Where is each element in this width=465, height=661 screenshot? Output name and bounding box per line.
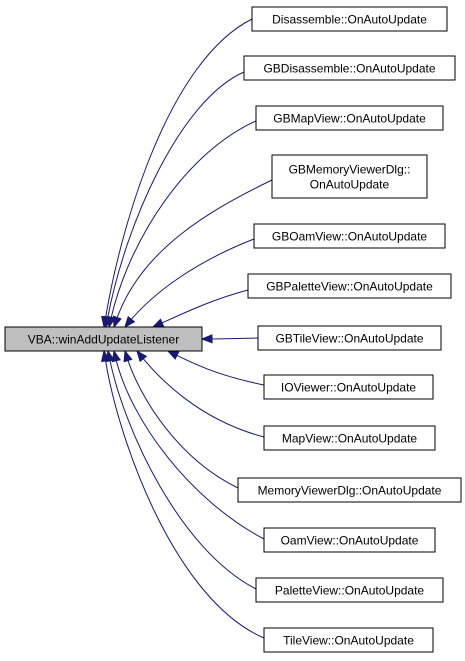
edge (125, 354, 239, 489)
caller-node-box (263, 527, 436, 553)
caller-nodes: Disassemble::OnAutoUpdateGBDisassemble::… (237, 6, 462, 653)
root-node-box (4, 326, 203, 352)
edges (100, 18, 273, 639)
caller-node-label: MapView::OnAutoUpdate (282, 432, 418, 446)
root-node[interactable]: VBA::winAddUpdateListener (4, 326, 203, 352)
edge-arrowhead (100, 349, 111, 363)
caller-node-box (255, 105, 444, 131)
caller-node-label: GBMemoryViewerDlg:: (289, 163, 411, 177)
edge (169, 351, 265, 386)
caller-node-label: PaletteView::OnAutoUpdate (275, 584, 425, 598)
caller-node-box (243, 55, 456, 81)
caller-node-box (263, 425, 436, 451)
caller-node[interactable]: Disassemble::OnAutoUpdate (251, 6, 448, 32)
caller-node-box (263, 627, 434, 653)
caller-node-box (257, 325, 442, 351)
edge-arrowhead (123, 349, 133, 363)
caller-node-label: TileView::OnAutoUpdate (283, 634, 414, 648)
caller-node-box (271, 154, 428, 199)
caller-node[interactable]: OamView::OnAutoUpdate (263, 527, 436, 553)
caller-node-box (251, 6, 448, 32)
caller-node-label: GBPaletteView::OnAutoUpdate (266, 280, 433, 294)
caller-node[interactable]: IOViewer::OnAutoUpdate (263, 374, 434, 400)
caller-node-box (247, 273, 452, 299)
edge-arrowhead (111, 349, 121, 363)
edge (115, 179, 273, 322)
edge-arrowhead (124, 315, 136, 329)
edge (211, 337, 259, 340)
caller-node[interactable]: GBMemoryViewerDlg::OnAutoUpdate (271, 154, 428, 199)
caller-node-label: MemoryViewerDlg::OnAutoUpdate (258, 484, 442, 498)
edge (127, 238, 255, 325)
edge (154, 289, 249, 327)
caller-node[interactable]: TileView::OnAutoUpdate (263, 627, 434, 653)
caller-node-label: GBMapView::OnAutoUpdate (273, 112, 426, 126)
edge-arrowhead (166, 350, 180, 360)
caller-node-label: GBTileView::OnAutoUpdate (275, 332, 423, 346)
caller-node-label: GBDisassemble::OnAutoUpdate (263, 62, 435, 76)
caller-node[interactable]: GBPaletteView::OnAutoUpdate (247, 273, 452, 299)
caller-node-box (263, 374, 434, 400)
caller-node[interactable]: GBTileView::OnAutoUpdate (257, 325, 442, 351)
caller-node-label: OnAutoUpdate (310, 178, 390, 192)
caller-node-box (253, 223, 446, 249)
edge-arrowhead (151, 318, 165, 328)
caller-node-label: IOViewer::OnAutoUpdate (281, 381, 417, 395)
caller-node[interactable]: MapView::OnAutoUpdate (263, 425, 436, 451)
caller-node-box (237, 477, 462, 503)
edge (104, 18, 253, 319)
edge (138, 353, 265, 438)
caller-node[interactable]: MemoryViewerDlg::OnAutoUpdate (237, 477, 462, 503)
edge (104, 358, 265, 639)
caller-node[interactable]: GBDisassemble::OnAutoUpdate (243, 55, 456, 81)
edge (114, 356, 265, 540)
caller-node-label: OamView::OnAutoUpdate (281, 534, 419, 548)
caller-node-label: GBOamView::OnAutoUpdate (272, 230, 428, 244)
edge-arrowhead (136, 349, 148, 363)
caller-node[interactable]: GBMapView::OnAutoUpdate (255, 105, 444, 131)
edge (107, 71, 245, 319)
caller-node-label: Disassemble::OnAutoUpdate (272, 13, 427, 27)
edge-arrowhead (200, 334, 213, 344)
root-node-label: VBA::winAddUpdateListener (28, 333, 179, 347)
edge-arrowhead (112, 315, 122, 329)
caller-node[interactable]: GBOamView::OnAutoUpdate (253, 223, 446, 249)
edge (110, 120, 257, 320)
edge (108, 357, 257, 590)
caller-node[interactable]: PaletteView::OnAutoUpdate (255, 577, 444, 603)
caller-node-box (255, 577, 444, 603)
